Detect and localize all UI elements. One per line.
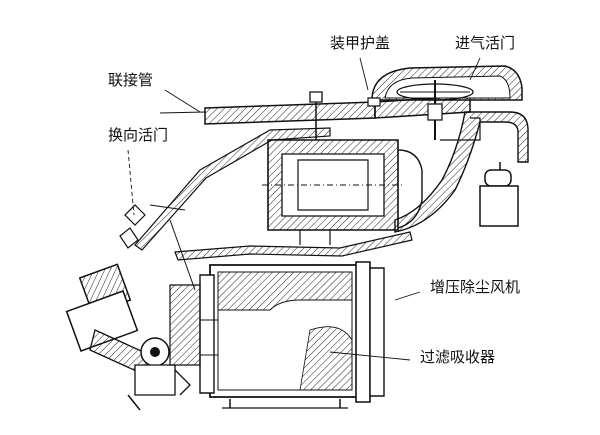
armor-cover-shape [372, 66, 522, 100]
intake-duct [395, 112, 528, 232]
counterweight [480, 162, 518, 226]
connecting-pipe-label: 联接管 [108, 71, 154, 89]
reversing-valve-mechanism [67, 264, 218, 410]
leader-lines [128, 58, 480, 360]
return-duct [175, 232, 412, 260]
armor-cover-label: 装甲护盖 [330, 34, 391, 52]
filter-absorber-drum [200, 262, 384, 408]
blower-label: 增压除尘风机 [430, 278, 521, 296]
connecting-pipe [120, 128, 330, 290]
reversing-valve-label: 换向活门 [108, 126, 169, 144]
filter-absorber-label: 过滤吸收器 [420, 348, 496, 366]
blower-housing [262, 140, 422, 245]
intake-valve-label: 进气活门 [455, 34, 516, 52]
